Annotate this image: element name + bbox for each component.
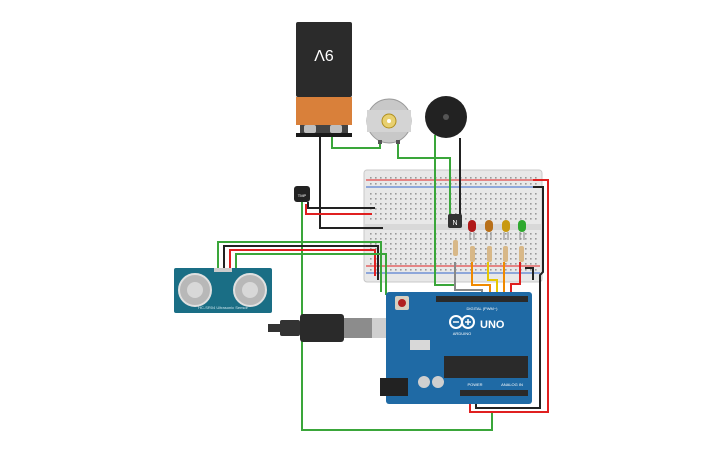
- digital-label: DIGITAL (PWM~): [467, 306, 499, 311]
- wire-sensor-vcc[interactable]: [229, 249, 376, 276]
- wire-gnd-jumper[interactable]: [525, 267, 534, 280]
- arduino-brand: UNO: [480, 319, 505, 331]
- analog-label: ANALOG IN: [501, 382, 523, 387]
- arduino-sub: ARDUINO: [453, 331, 471, 336]
- wires: [217, 135, 549, 431]
- dc-motor[interactable]: [366, 98, 412, 144]
- wire-led2[interactable]: [487, 262, 498, 296]
- battery-9v[interactable]: 9V: [296, 22, 352, 137]
- wire-led1[interactable]: [471, 262, 491, 296]
- wire-gnd-rail[interactable]: [475, 186, 544, 409]
- wire-buzzer-signal[interactable]: [434, 135, 455, 286]
- piezo-buzzer[interactable]: [425, 96, 467, 138]
- power-jack: [380, 378, 408, 396]
- wire-tmp-ground[interactable]: [307, 202, 375, 209]
- ultrasonic-sensor[interactable]: HC-SR04 Ultrasonic Sensor: [174, 268, 272, 313]
- usb-cable: [268, 314, 388, 342]
- led-yellow[interactable]: [502, 220, 510, 240]
- wire-sensor-trig[interactable]: [217, 241, 382, 292]
- digital-header: [436, 296, 528, 302]
- led-red[interactable]: [468, 220, 476, 240]
- resistors[interactable]: [453, 240, 524, 262]
- wire-5v-rail[interactable]: [469, 179, 549, 413]
- temperature-sensor-label: TMP: [298, 193, 307, 198]
- ultrasonic-sensor-label: HC-SR04 Ultrasonic Sensor: [198, 305, 248, 310]
- reset-button[interactable]: [410, 340, 430, 350]
- atmega-chip: [444, 356, 528, 378]
- arduino-uno[interactable]: UNO ARDUINO DIGITAL (PWM~) POWER ANALOG …: [380, 292, 532, 404]
- temperature-sensor[interactable]: TMP: [294, 186, 310, 202]
- wire-motor-transistor[interactable]: [397, 140, 451, 218]
- battery-label: 9V: [314, 46, 334, 63]
- analog-header: [460, 390, 528, 396]
- wire-tmp-power[interactable]: [305, 204, 372, 215]
- npn-transistor[interactable]: N: [448, 214, 462, 228]
- wire-led4[interactable]: [510, 262, 521, 296]
- wire-sensor-gnd[interactable]: [223, 245, 379, 280]
- power-label: POWER: [467, 382, 482, 387]
- transistor-label: N: [452, 220, 457, 227]
- led-orange[interactable]: [485, 220, 493, 240]
- wire-sensor-echo[interactable]: [235, 253, 387, 295]
- wire-battery-ground[interactable]: [319, 135, 383, 229]
- led-green[interactable]: [518, 220, 526, 240]
- arduino-logo: [449, 315, 475, 329]
